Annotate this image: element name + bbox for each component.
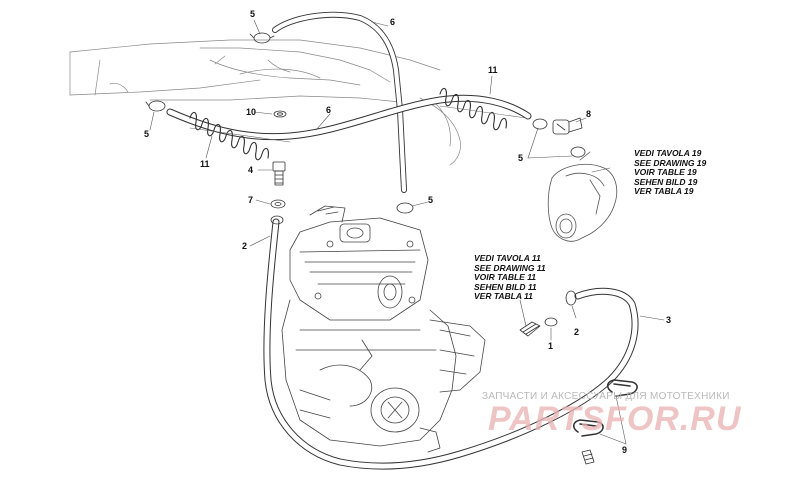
callout-5-top: 5 — [250, 9, 256, 19]
callout-8: 8 — [586, 109, 592, 119]
hose-2-left — [263, 218, 639, 470]
spring-guard-11-left — [189, 111, 291, 161]
ref19-it: VEDI TAVOLA 19 — [634, 148, 702, 158]
hose-6-vertical — [272, 11, 407, 193]
ref11-it: VEDI TAVOLA 11 — [474, 253, 541, 263]
washer-10 — [273, 110, 287, 118]
clip-9-upper — [606, 379, 638, 397]
hose-6-horizontal — [166, 94, 532, 141]
clip-9-lower — [572, 419, 604, 437]
hose-end-fitting — [270, 215, 577, 306]
ref19-en: SEE DRAWING 19 — [634, 157, 707, 168]
elbow-fitting-8 — [552, 117, 583, 135]
engine-block — [281, 205, 486, 453]
ref11-fr: VOIR TABLE 11 — [474, 272, 537, 283]
callout-11-left: 11 — [200, 159, 210, 169]
callout-6-middle: 6 — [326, 105, 332, 115]
washer-7 — [270, 199, 286, 209]
clamp-5-right-lower — [570, 146, 586, 158]
ref11-es: VER TABLA 11 — [474, 291, 533, 302]
callout-5-right: 5 — [518, 153, 524, 163]
reference-note-drawing-11: VEDI TAVOLA 11 SEE DRAWING 11 VOIR TABLE… — [474, 253, 546, 302]
ref11-en: SEE DRAWING 11 — [474, 262, 546, 273]
fitting-4 — [272, 161, 286, 186]
clamp-5-left — [145, 100, 166, 112]
ref19-es: VER TABLA 19 — [634, 186, 694, 197]
callout-2-right: 2 — [574, 327, 580, 337]
ref19-fr: VOIR TABLE 19 — [634, 167, 697, 178]
throttle-body — [547, 151, 618, 242]
callout-5-middle: 5 — [428, 195, 434, 205]
reference-note-drawing-19: VEDI TAVOLA 19 SEE DRAWING 19 VOIR TABLE… — [634, 148, 707, 197]
callout-9: 9 — [622, 445, 628, 455]
spring-guard-11-right — [439, 87, 527, 131]
callout-3: 3 — [666, 315, 672, 325]
clamp-5-right-upper — [532, 118, 548, 130]
callout-1: 1 — [548, 341, 554, 351]
callout-10: 10 — [246, 107, 257, 117]
frame-outline — [69, 39, 461, 166]
callout-6-top: 6 — [390, 17, 396, 27]
screw-9 — [581, 449, 595, 465]
watermark-tagline: ЗАПЧАСТИ И АКСЕССУАРЫ ДЛЯ МОТОТЕХНИКИ — [482, 391, 730, 402]
ref19-de: SEHEN BILD 19 — [634, 176, 698, 187]
leader-lines — [149, 19, 665, 445]
clamp-5-top — [249, 32, 275, 44]
callout-5-left: 5 — [144, 129, 150, 139]
clamp-5-middle — [396, 202, 414, 214]
ref11-de: SEHEN BILD 11 — [474, 281, 537, 292]
callout-7: 7 — [248, 195, 254, 205]
fitting-1 — [519, 317, 558, 337]
callout-11-top: 11 — [488, 65, 498, 75]
callout-4: 4 — [248, 165, 254, 175]
watermark-logo: PARTSFOR.RU — [488, 400, 742, 438]
callout-2-left: 2 — [242, 241, 248, 251]
